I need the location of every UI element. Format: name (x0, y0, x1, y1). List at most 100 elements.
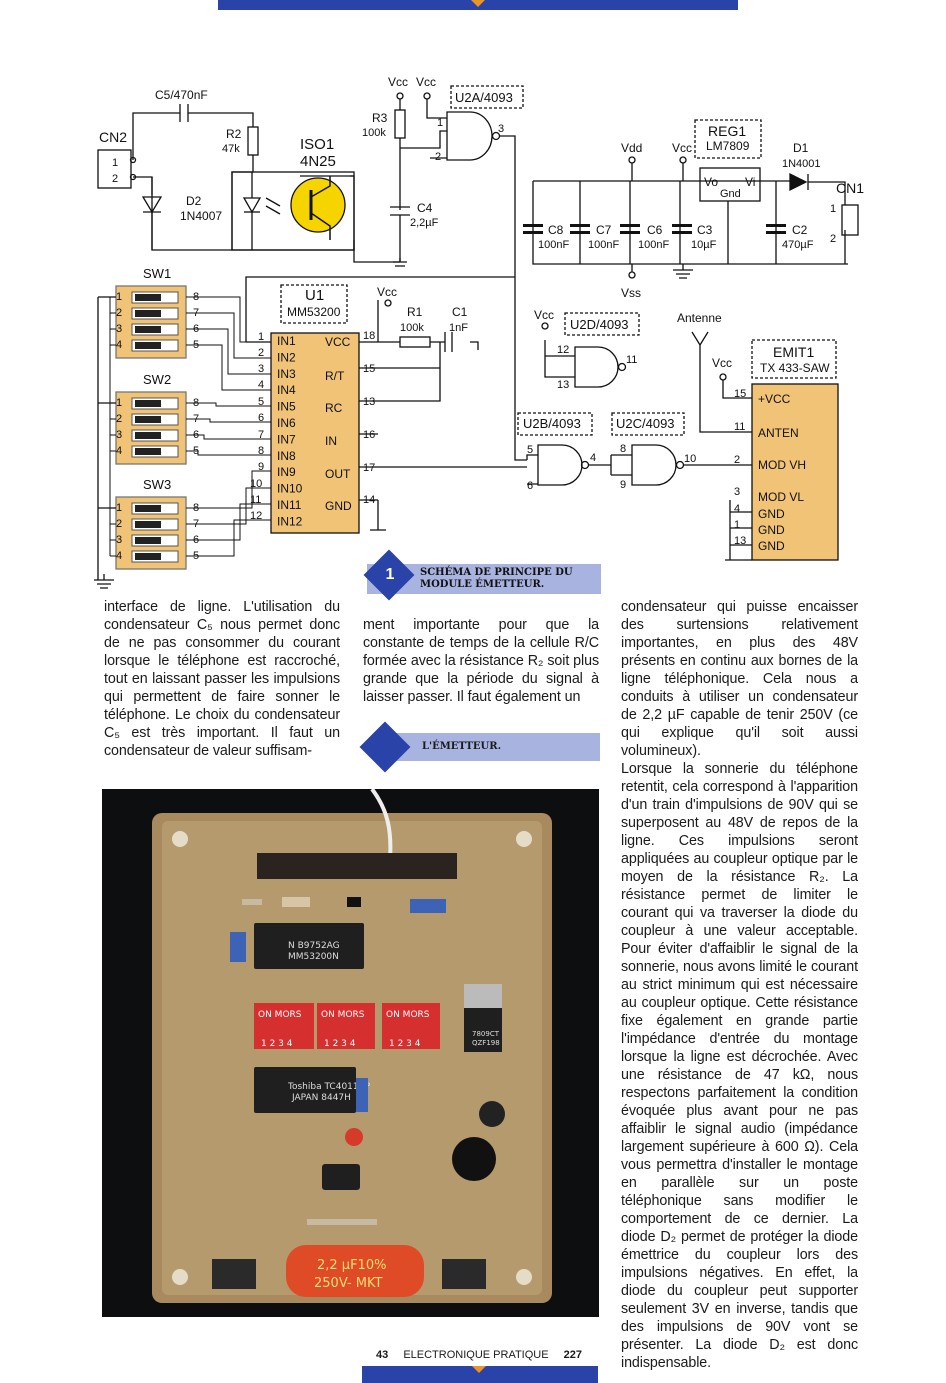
emit-pin-number-7: 13 (734, 535, 746, 547)
label-c8-value: 100nF (538, 239, 569, 251)
svg-text:7: 7 (193, 518, 199, 530)
emit-pin-number-3: 2 (734, 454, 740, 466)
u1-pin-number-right-1: 18 (363, 330, 375, 342)
label-reg1: REG1 (708, 123, 746, 139)
emit-pin-number-1: 15 (734, 388, 746, 400)
svg-text:4: 4 (116, 445, 122, 457)
label-c2: C2 (792, 223, 808, 237)
bottom-color-bar (362, 1366, 598, 1383)
pcb-photo: N B9752AG MM53200N ON MORS ON MORS ON MO… (102, 789, 599, 1317)
label-vdd: Vdd (621, 141, 642, 155)
chip2-line2: JAPAN 8447H (291, 1093, 351, 1103)
paragraph-col3a: condensateur qui puisse encaisser des su… (621, 599, 858, 759)
u1-pin-label-left-10: IN10 (277, 482, 303, 496)
label-u2a: U2A/4093 (455, 90, 513, 105)
label-d1: D1 (793, 141, 809, 155)
label-vcc-2: Vcc (416, 75, 436, 89)
u1-pin-number-right-4: 16 (363, 429, 375, 441)
section-heading: L'ÉMETTEUR. (422, 741, 502, 752)
u1-pin-label-left-6: IN6 (277, 416, 296, 430)
svg-text:6: 6 (527, 480, 533, 492)
svg-text:2: 2 (435, 151, 441, 163)
u1-pin-label-right-4: IN (325, 434, 337, 448)
chip1-line2: MM53200N (288, 952, 339, 962)
dip3-numbers: 1 2 3 4 (389, 1039, 421, 1049)
svg-text:8: 8 (258, 445, 264, 457)
u1-pin-label-left-1: IN1 (277, 334, 296, 348)
label-emit1: EMIT1 (773, 344, 814, 360)
u1-pin-number-right-2: 15 (363, 363, 375, 375)
svg-text:8: 8 (620, 443, 626, 455)
capacitor-line2: 250V- MKT (314, 1276, 382, 1291)
label-u2b: U2B/4093 (523, 416, 581, 431)
svg-text:3: 3 (116, 429, 122, 441)
svg-text:1: 1 (258, 331, 264, 343)
emit-pin-number-5: 4 (734, 503, 740, 515)
footer-page-right: 227 (563, 1349, 582, 1361)
u1-pin-number-right-3: 13 (363, 396, 375, 408)
u1-pin-label-right-5: OUT (325, 467, 351, 481)
emit-pin-label-1: +VCC (758, 392, 791, 406)
page-footer: 43 ELECTRONIQUE PRATIQUE 227 (370, 1349, 588, 1361)
label-c7: C7 (596, 223, 612, 237)
label-antenne: Antenne (677, 311, 722, 325)
svg-text:4: 4 (116, 550, 122, 562)
svg-text:1: 1 (116, 502, 122, 514)
label-r2: R2 (226, 127, 242, 141)
emit-pin-label-3: MOD VH (758, 458, 806, 472)
emit-pin-number-6: 1 (734, 519, 740, 531)
svg-text:2: 2 (112, 173, 118, 185)
svg-text:2: 2 (116, 413, 122, 425)
emit-pin-number-2: 11 (734, 421, 745, 433)
label-vss: Vss (621, 286, 641, 300)
label-c5: C5/470nF (155, 88, 208, 102)
svg-text:8: 8 (193, 291, 199, 303)
label-c6-value: 100nF (638, 239, 669, 251)
svg-text:11: 11 (250, 494, 261, 506)
label-c6: C6 (647, 223, 663, 237)
dip3-label: ON MORS (386, 1010, 430, 1020)
emit-pin-label-6: GND (758, 523, 785, 537)
u1-pin-label-left-8: IN8 (277, 449, 296, 463)
section-heading-box (388, 733, 600, 761)
u1-pin-number-right-6: 14 (363, 494, 375, 506)
u1-pin-label-left-11: IN11 (277, 498, 302, 512)
svg-text:3: 3 (498, 123, 504, 135)
svg-text:5: 5 (193, 550, 199, 562)
u1-pin-label-left-12: IN12 (277, 514, 303, 528)
label-cn2: CN2 (99, 129, 127, 145)
label-r1: R1 (407, 305, 423, 319)
svg-text:3: 3 (116, 323, 122, 335)
svg-text:9: 9 (258, 461, 264, 473)
svg-text:7: 7 (193, 307, 199, 319)
label-c3-value: 10µF (691, 239, 717, 251)
footer-magazine: ELECTRONIQUE PRATIQUE (403, 1349, 549, 1361)
svg-text:1: 1 (112, 157, 118, 169)
label-sw2: SW2 (143, 372, 171, 387)
svg-text:2: 2 (116, 518, 122, 530)
label-r3: R3 (372, 111, 388, 125)
svg-text:4: 4 (116, 339, 122, 351)
label-u2d: U2D/4093 (570, 317, 629, 332)
label-iso1-part: 4N25 (300, 153, 336, 170)
svg-text:5: 5 (258, 396, 264, 408)
label-c1: C1 (452, 305, 468, 319)
label-c4-value: 2,2µF (410, 217, 439, 229)
bottom-bar-marker (472, 1366, 486, 1373)
emit-pin-label-7: GND (758, 539, 785, 553)
u1-pin-number-right-5: 17 (363, 462, 375, 474)
svg-text:11: 11 (626, 354, 637, 366)
svg-text:5: 5 (193, 339, 199, 351)
svg-text:5: 5 (193, 445, 199, 457)
label-d2-part: 1N4007 (180, 209, 222, 223)
svg-text:8: 8 (193, 397, 199, 409)
svg-text:6: 6 (193, 534, 199, 546)
label-vcc-1: Vcc (388, 75, 408, 89)
dip2-label: ON MORS (321, 1010, 365, 1020)
svg-text:1: 1 (116, 397, 122, 409)
dip2-numbers: 1 2 3 4 (324, 1039, 356, 1049)
label-vo: Vo (704, 175, 718, 189)
label-d2: D2 (186, 194, 202, 208)
u1-pin-label-left-5: IN5 (277, 400, 296, 414)
emit-pin-label-4: MOD VL (758, 490, 804, 504)
